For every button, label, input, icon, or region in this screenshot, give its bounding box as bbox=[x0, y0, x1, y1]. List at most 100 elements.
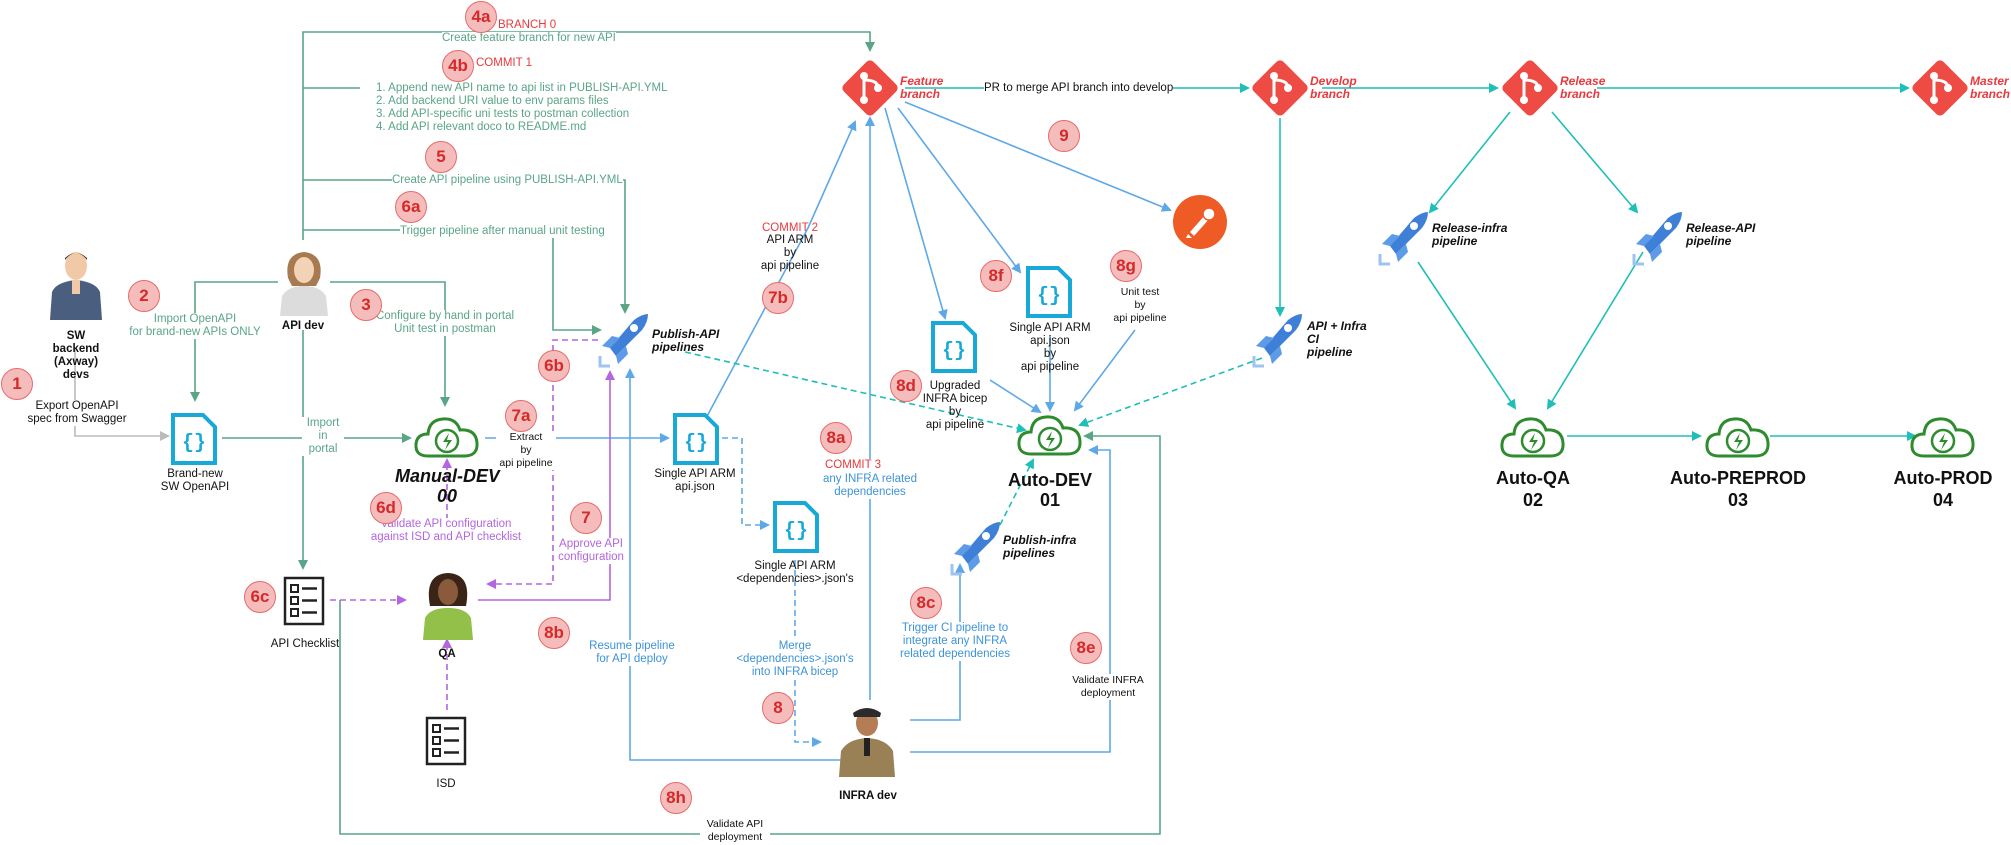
edge-commit2 bbox=[704, 120, 857, 421]
release-api-pipeline-label: Release-API pipeline bbox=[1686, 221, 1756, 248]
auto-dev-cloud-icon bbox=[1017, 415, 1082, 456]
release-branch-label: Release branch bbox=[1560, 74, 1606, 101]
commit1-label: COMMIT 1 bbox=[476, 57, 533, 69]
upgraded-infra-label: Upgraded INFRA bicep by api pipeline bbox=[922, 380, 988, 431]
step-badge-4b: 4b bbox=[442, 50, 474, 82]
step-badge-8g: 8g bbox=[1110, 250, 1142, 282]
api-infra-ci-pipeline-label: API + Infra CI pipeline bbox=[1307, 319, 1367, 359]
postman-icon bbox=[1173, 195, 1227, 249]
step-badge-8b: 8b bbox=[538, 617, 570, 649]
validate-infra-label: Validate INFRA deployment bbox=[1068, 674, 1148, 700]
step-badge-3: 3 bbox=[350, 289, 382, 321]
edge-publishapi-autodev bbox=[684, 351, 1027, 434]
approve-api-label: Approve API configuration bbox=[556, 538, 626, 564]
step-badge-5: 5 bbox=[425, 141, 457, 173]
merge-deps-label: Merge <dependencies>.json's into INFRA b… bbox=[730, 640, 860, 679]
qa-person-icon bbox=[423, 573, 473, 640]
edge-approve bbox=[478, 370, 615, 601]
openapi-label: Brand-new SW OpenAPI bbox=[160, 468, 230, 493]
isd-checklist-icon bbox=[425, 716, 467, 766]
create-pipeline-label: Create API pipeline using PUBLISH-API.YM… bbox=[392, 174, 623, 187]
step-badge-6c: 6c bbox=[244, 581, 276, 613]
single-arm-api-label: Single API ARM api.json bbox=[654, 468, 736, 493]
commit3-detail: any INFRA related dependencies bbox=[810, 473, 930, 499]
edge-validate-infra bbox=[910, 445, 1111, 753]
edge-import-openapi bbox=[190, 281, 278, 402]
master-branch-git-icon bbox=[1912, 60, 1968, 116]
trigger-pipeline-label: Trigger pipeline after manual unit testi… bbox=[400, 225, 605, 238]
release-infra-pipeline-icon bbox=[1378, 212, 1428, 266]
develop-branch-git-icon bbox=[1252, 60, 1308, 116]
step-badge-6b: 6b bbox=[538, 350, 570, 382]
configure-portal-label: Configure by hand in portal Unit test in… bbox=[370, 310, 520, 336]
step-badge-8a: 8a bbox=[820, 422, 852, 454]
auto-preprod-title: Auto-PREPROD bbox=[1670, 468, 1806, 488]
edge-unittest-autodev bbox=[1073, 329, 1136, 412]
edge-configure bbox=[330, 281, 450, 407]
edge-relinfra-qa bbox=[1417, 261, 1517, 410]
infra-dev-person-icon bbox=[839, 708, 895, 777]
extract-label: Extract by api pipeline bbox=[496, 431, 556, 470]
edge-validate-api-deploy bbox=[339, 431, 1161, 835]
edge-upgraded-autodev bbox=[989, 379, 1042, 414]
feature-branch-git-icon bbox=[842, 60, 898, 116]
api-arm-by-pipeline-label: API ARM by api pipeline bbox=[760, 234, 820, 272]
svg-text:{}: {} bbox=[942, 340, 966, 363]
validate-api-config-label: Validate API configuration against ISD a… bbox=[366, 518, 526, 544]
manual-dev-title: Manual-DEV bbox=[395, 466, 501, 486]
step-badge-2: 2 bbox=[128, 280, 160, 312]
edge-feature-single bbox=[897, 107, 1022, 274]
qa-label: QA bbox=[438, 648, 456, 660]
manual-dev-number: 00 bbox=[436, 486, 458, 506]
step-badge-8h: 8h bbox=[660, 782, 692, 814]
api-checklist-icon bbox=[283, 576, 325, 626]
commit1-items: 1. Append new API name to api list in PU… bbox=[376, 82, 668, 133]
publish-api-pipeline-label: Publish-API pipelines bbox=[652, 327, 720, 354]
feature-branch-label: Feature branch bbox=[900, 74, 944, 101]
sw-devs-person-icon bbox=[50, 252, 102, 320]
edge-create-pipeline bbox=[303, 179, 630, 314]
sw-devs-label: SW backend (Axway) devs bbox=[52, 330, 100, 381]
edge-ci-autodev bbox=[1078, 357, 1263, 427]
svg-text:{}: {} bbox=[684, 432, 708, 455]
edge-export-openapi bbox=[74, 350, 170, 441]
edge-trigger-ci bbox=[910, 563, 965, 721]
edge-extract-deps bbox=[722, 437, 770, 530]
export-openapi-label: Export OpenAPI spec from Swagger bbox=[22, 400, 132, 426]
edge-feature-upgraded bbox=[884, 107, 948, 320]
edge-branch0 bbox=[302, 31, 875, 240]
auto-dev-title: Auto-DEV bbox=[1008, 470, 1092, 490]
create-feature-label: Create feature branch for new API bbox=[442, 32, 616, 45]
step-badge-7: 7 bbox=[570, 502, 602, 534]
api-checklist-label: API Checklist bbox=[270, 638, 340, 650]
step-badge-1: 1 bbox=[1, 368, 33, 400]
single-arm-deps-label: Single API ARM <dependencies>.json's bbox=[736, 560, 854, 585]
edge-release-relinfra bbox=[1428, 111, 1511, 214]
validate-api-deploy-label: Validate API deployment bbox=[700, 818, 770, 844]
publish-infra-pipeline-label: Publish-infra pipelines bbox=[1003, 533, 1077, 560]
svg-text:{}: {} bbox=[784, 520, 808, 543]
auto-preprod-number: 03 bbox=[1727, 490, 1749, 510]
import-portal-label: Import in portal bbox=[302, 417, 344, 456]
auto-prod-title: Auto-PROD bbox=[1893, 468, 1993, 488]
trigger-ci-label: Trigger CI pipeline to integrate any INF… bbox=[895, 622, 1015, 661]
edge-release-relapi bbox=[1551, 111, 1639, 214]
edge-publishinfra-autodev bbox=[999, 458, 1034, 526]
single-arm-api-pipeline-label: Single API ARM api.json by api pipeline bbox=[1009, 322, 1091, 373]
auto-qa-cloud-icon bbox=[1500, 417, 1565, 458]
isd-label: ISD bbox=[436, 778, 456, 790]
auto-prod-number: 04 bbox=[1932, 490, 1954, 510]
single-arm-api-pipeline-json-icon: {} bbox=[1026, 266, 1072, 318]
resume-pipeline-label: Resume pipeline for API deploy bbox=[582, 640, 682, 666]
release-api-pipeline-icon bbox=[1632, 212, 1682, 266]
api-dev-label: API dev bbox=[281, 320, 325, 332]
auto-qa-title: Auto-QA bbox=[1496, 468, 1570, 488]
step-badge-8d: 8d bbox=[890, 370, 922, 402]
develop-branch-label: Develop branch bbox=[1310, 74, 1357, 101]
infra-dev-label: INFRA dev bbox=[839, 790, 897, 802]
auto-preprod-cloud-icon bbox=[1705, 417, 1770, 458]
pr-merge-label: PR to merge API branch into develop bbox=[984, 82, 1174, 95]
unit-test-label: Unit test by api pipeline bbox=[1113, 286, 1167, 324]
import-openapi-label: Import OpenAPI for brand-new APIs ONLY bbox=[120, 313, 270, 339]
